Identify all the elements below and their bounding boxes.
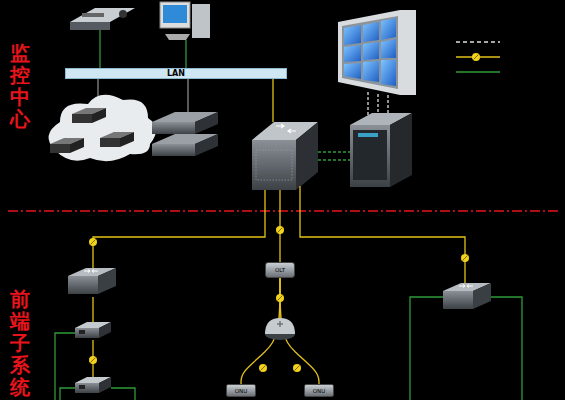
workstation-pc — [160, 2, 210, 40]
device-label: ONU — [235, 388, 247, 394]
encoder-device — [75, 377, 111, 393]
optical-splitter — [265, 318, 295, 340]
device-label: OLT — [275, 267, 285, 273]
zone-title: 监控中心 — [10, 42, 30, 130]
core-switch — [252, 122, 318, 190]
zone-divider — [8, 210, 558, 212]
onu-device: ONU — [304, 384, 334, 397]
device-label: LAN — [167, 69, 185, 78]
olt-device: OLT — [265, 262, 295, 278]
onu-device: ONU — [226, 384, 256, 397]
encoder-device — [75, 322, 111, 338]
server-stack — [152, 112, 218, 156]
access-switch — [68, 268, 116, 294]
decoder-cabinet — [350, 113, 412, 187]
lan-bus: LAN — [65, 68, 287, 79]
access-switch — [443, 283, 491, 309]
zone-title: 前端子系统 — [10, 288, 30, 398]
legend-samples — [456, 42, 500, 72]
device-label: ONU — [313, 388, 325, 394]
storage-cloud — [49, 95, 156, 161]
video-wall — [338, 10, 416, 95]
control-keyboard — [70, 8, 135, 30]
